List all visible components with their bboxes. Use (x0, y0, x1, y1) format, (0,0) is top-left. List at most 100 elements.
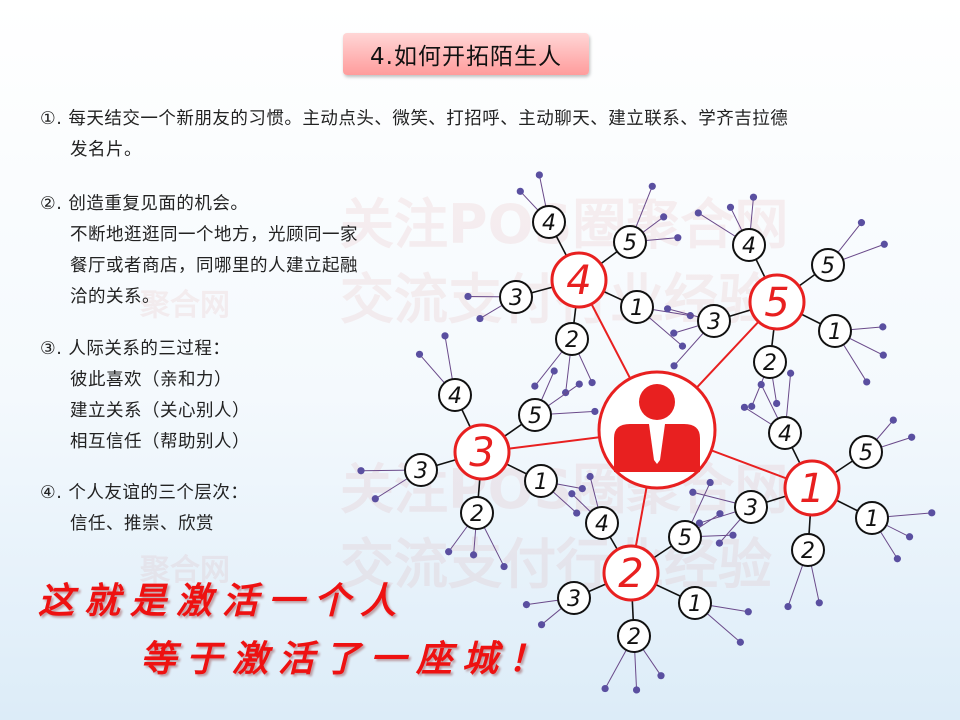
child-node (613, 225, 647, 259)
spoke-dot (522, 601, 531, 609)
child-node (668, 520, 702, 554)
watermark-badge-1: 聚合网 (140, 288, 230, 323)
child-label: 1 (865, 507, 879, 532)
child-label: 1 (828, 320, 842, 345)
spoke-dot (863, 378, 871, 386)
spoke-dot (744, 608, 752, 616)
child-label: 3 (707, 310, 721, 335)
child-node (557, 581, 591, 615)
child-node (585, 506, 619, 540)
child-node (818, 314, 852, 348)
spoke-dot (905, 533, 914, 541)
child-label: 5 (821, 254, 835, 279)
point-2-line-4: 洽的关系。 (70, 287, 160, 307)
spoke-dot (879, 323, 887, 331)
page-title: 4.如何开拓陌生人 (343, 33, 589, 75)
spoke-dot (773, 399, 781, 408)
child-label: 5 (528, 404, 542, 429)
watermark-badge-2: 聚合网 (140, 553, 230, 588)
spoke-dot (469, 551, 478, 559)
spoke-dot (415, 350, 424, 358)
spoke-dot (716, 510, 724, 518)
hub-node (550, 251, 608, 309)
point-3-line-2: 彼此喜欢（亲和力） (70, 370, 232, 390)
child-label: 5 (859, 441, 873, 466)
spoke-dot (678, 342, 687, 350)
child-node (620, 290, 654, 324)
child-node (791, 533, 825, 567)
spoke-dot (787, 369, 795, 377)
spoke-dot (660, 213, 668, 221)
spoke-dot (445, 548, 453, 556)
spoke-dot (601, 684, 609, 693)
child-node (438, 378, 472, 412)
spoke-dot (880, 240, 888, 248)
spoke-dot (578, 484, 586, 493)
child-label: 2 (801, 539, 815, 564)
hub-label: 5 (764, 280, 789, 326)
spoke-dot (908, 433, 916, 441)
person-tie (649, 424, 665, 464)
spoke-dot (591, 407, 599, 416)
point-4-line-1: ④. 个人友谊的三个层次： (40, 483, 249, 503)
spoke-dot (648, 182, 656, 190)
point-1-line-2: 发名片。 (70, 140, 142, 160)
child-node (532, 205, 566, 239)
child-node (617, 619, 651, 653)
child-node (768, 416, 802, 450)
child-label: 4 (448, 384, 462, 409)
spoke-dot (573, 509, 581, 517)
point-3: ③. 人际关系的三过程： 彼此喜欢（亲和力） 建立关系（关心别人） 相互信任（帮… (40, 334, 250, 458)
person-icon (614, 384, 700, 472)
spoke-dot (535, 171, 543, 179)
hub-node (748, 273, 806, 331)
spoke-dot (749, 193, 758, 201)
child-node (518, 398, 552, 432)
child-node (732, 228, 766, 262)
child-label: 4 (778, 422, 792, 447)
person-head (639, 384, 675, 420)
child-node (753, 345, 787, 379)
spoke-dot (550, 367, 558, 375)
child-node (734, 490, 768, 524)
point-3-line-4: 相互信任（帮助别人） (70, 432, 250, 452)
spoke-dot (657, 672, 665, 680)
point-4: ④. 个人友谊的三个层次： 信任、推崇、欣赏 (40, 478, 248, 540)
spoke-dot (706, 478, 714, 487)
spoke-dot (586, 472, 594, 481)
spoke-dot (694, 209, 702, 217)
child-node (460, 496, 494, 530)
spoke-dot (740, 403, 749, 411)
spoke-dot (531, 382, 539, 390)
point-2-line-3: 餐厅或者商店，同哪里的人建立起融 (70, 256, 358, 276)
child-label: 3 (567, 587, 581, 612)
point-1-line-1: ①. 每天结交一个新朋友的习惯。主动点头、微笑、打招呼、主动聊天、建立联系、学齐… (40, 109, 789, 129)
point-3-line-1: ③. 人际关系的三过程： (40, 339, 231, 359)
point-2-line-1: ②. 创造重复见面的机会。 (40, 194, 249, 214)
child-node (555, 322, 589, 356)
point-4-line-2: 信任、推崇、欣赏 (70, 514, 214, 534)
child-node (678, 586, 712, 620)
spoke-dot (879, 351, 887, 359)
spoke-dot (357, 467, 365, 475)
spoke-dot (889, 416, 897, 424)
child-node (404, 453, 438, 487)
hub-node (783, 459, 841, 517)
spoke-dot (575, 380, 583, 388)
spoke-dot (670, 362, 678, 370)
spoke-dot (729, 531, 737, 539)
hub-label: 1 (799, 466, 824, 512)
spoke-dot (695, 519, 704, 527)
child-label: 4 (742, 234, 756, 259)
spoke-dot (928, 509, 936, 517)
point-3-line-3: 建立关系（关心别人） (70, 401, 250, 421)
child-node (849, 435, 883, 469)
child-label: 1 (534, 470, 548, 495)
spoke-dot (857, 219, 866, 227)
spoke-dot (537, 621, 546, 629)
child-label: 3 (509, 286, 523, 311)
child-label: 5 (678, 526, 692, 551)
child-node (855, 501, 889, 535)
child-label: 2 (470, 502, 484, 527)
